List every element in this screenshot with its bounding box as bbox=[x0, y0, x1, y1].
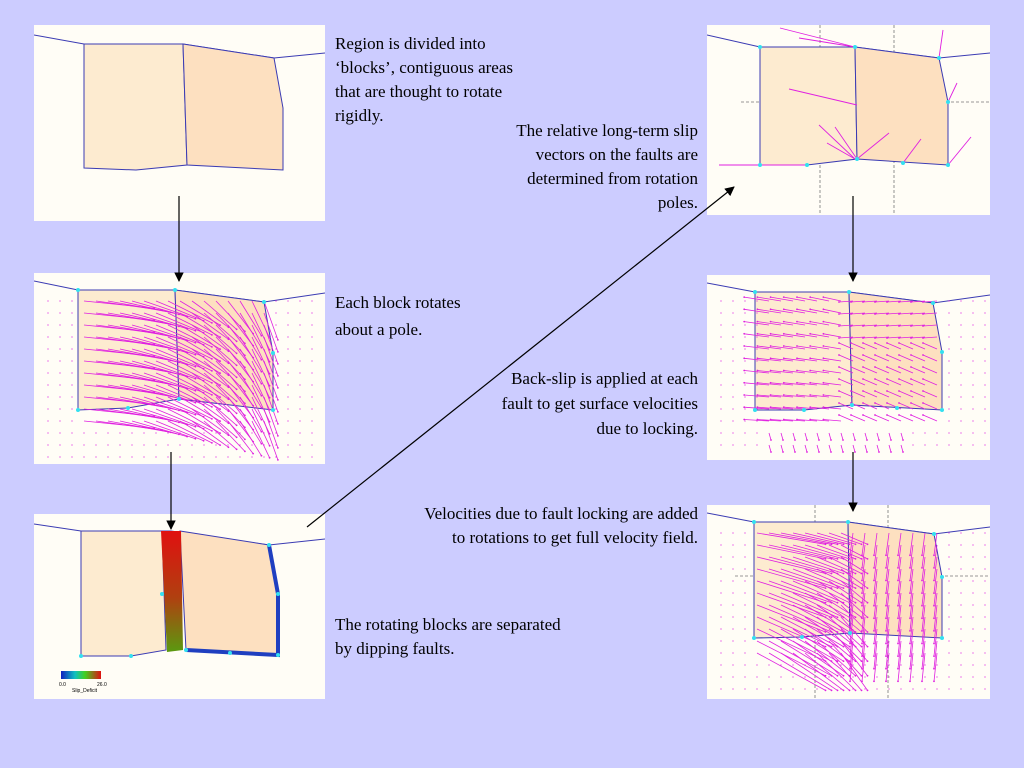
slip-vectors bbox=[719, 27, 972, 166]
block-right bbox=[854, 46, 949, 166]
fault-nodes bbox=[752, 520, 944, 640]
legend-min: 0.0 bbox=[59, 682, 66, 688]
block-left bbox=[83, 43, 188, 171]
grid-dots bbox=[720, 300, 986, 446]
block-left bbox=[759, 46, 858, 166]
legend-max: 26.0 bbox=[97, 682, 107, 688]
fault-nodes bbox=[79, 543, 280, 658]
block-right bbox=[179, 530, 279, 656]
fault-trace-blue bbox=[185, 544, 280, 658]
grid-dots bbox=[720, 532, 986, 690]
block-right bbox=[174, 289, 274, 411]
caption-slip-vectors: The relative long-term slip vectors on t… bbox=[516, 121, 698, 212]
block-right bbox=[847, 521, 943, 639]
fault-nodes bbox=[76, 288, 275, 412]
velocity-vectors bbox=[83, 300, 279, 461]
caption-faults: The rotating blocks are separated by dip… bbox=[335, 615, 561, 658]
fault-nodes bbox=[758, 45, 950, 167]
fault-nodes bbox=[753, 290, 944, 412]
panel-faults: 0.0 26.0 Slip_Deficit bbox=[34, 514, 325, 699]
caption-back-slip: Back-slip is applied at each fault to ge… bbox=[501, 369, 698, 438]
block-right bbox=[182, 43, 284, 171]
panel-blocks bbox=[34, 25, 325, 221]
block-left bbox=[80, 530, 167, 657]
panel-back-slip bbox=[707, 275, 990, 460]
caption-blocks: Region is divided into ‘blocks’, contigu… bbox=[335, 34, 513, 125]
block-right bbox=[848, 291, 943, 411]
caption-rotation: Each block rotates about a pole. bbox=[335, 293, 461, 339]
panel-full-velocity bbox=[707, 505, 990, 699]
legend-title: Slip_Deficit bbox=[72, 688, 98, 694]
block-left bbox=[753, 521, 851, 639]
dipping-fault-slab bbox=[161, 531, 183, 652]
arrow-3-to-4 bbox=[306, 186, 735, 528]
velocity-vectors bbox=[743, 296, 938, 453]
velocity-vectors bbox=[756, 532, 938, 692]
block-left bbox=[754, 291, 853, 411]
legend-colorbar bbox=[61, 671, 101, 679]
panel-slip-vectors bbox=[707, 25, 990, 215]
panel-rotation bbox=[34, 273, 325, 464]
caption-full-velocity: Velocities due to fault locking are adde… bbox=[424, 504, 698, 547]
